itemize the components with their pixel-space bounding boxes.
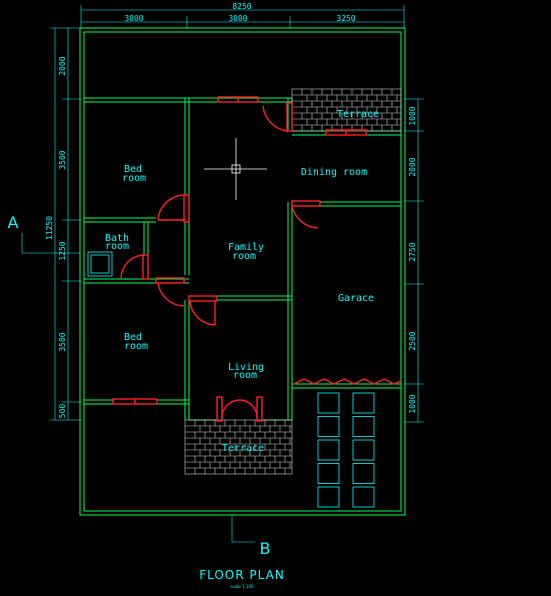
label-bed-top-2: room bbox=[122, 173, 146, 184]
paving-tile bbox=[317, 392, 340, 414]
left-dimensions: 11250 2000 3500 1250 3500 500 bbox=[45, 27, 82, 421]
top-dimensions: 8250 3000 3000 3250 bbox=[80, 2, 405, 28]
dim-top-seg-1: 3000 bbox=[124, 14, 143, 23]
label-terrace-bottom: Terrace bbox=[222, 443, 264, 454]
outer-walls bbox=[79, 27, 406, 516]
label-family-1: Family bbox=[228, 242, 264, 253]
label-living-1: Living bbox=[228, 362, 264, 373]
paving-tile bbox=[352, 416, 375, 437]
room-labels: Bed room Bath room Bed room Family room … bbox=[105, 109, 379, 454]
paving-tile bbox=[317, 439, 340, 461]
paving-tile bbox=[352, 392, 375, 414]
paving-tile bbox=[352, 439, 375, 461]
label-bath-1: Bath bbox=[105, 233, 129, 244]
drawing-title: FLOOR PLAN bbox=[199, 568, 285, 582]
paving-tile bbox=[352, 486, 375, 508]
label-bed-top-1: Bed bbox=[124, 164, 142, 175]
label-bed-bottom-2: room bbox=[124, 341, 148, 352]
paving-tile bbox=[317, 416, 340, 437]
label-garage: Garace bbox=[338, 293, 374, 304]
right-dimensions: 1000 2000 2750 2500 1000 bbox=[404, 98, 424, 423]
dim-top-seg-3: 3250 bbox=[336, 14, 355, 23]
dim-left-total: 11250 bbox=[45, 216, 54, 240]
dim-right-seg-2: 2000 bbox=[408, 157, 417, 176]
terrace-bottom-brick bbox=[184, 419, 293, 475]
dim-right-seg-4: 2500 bbox=[408, 331, 417, 350]
dim-left-seg-1: 2000 bbox=[58, 56, 67, 75]
paving-tile bbox=[352, 463, 375, 484]
section-label-a: A bbox=[8, 213, 19, 232]
paving-tile bbox=[317, 486, 340, 508]
dim-left-seg-4: 3500 bbox=[58, 332, 67, 351]
label-bed-bottom-1: Bed bbox=[124, 332, 142, 343]
label-dining: Dining room bbox=[301, 167, 367, 178]
dim-top-total: 8250 bbox=[232, 2, 251, 11]
doors-windows bbox=[112, 96, 402, 422]
label-family-2: room bbox=[232, 251, 256, 262]
dim-right-seg-1: 1000 bbox=[408, 106, 417, 125]
dim-left-seg-3: 1250 bbox=[58, 241, 67, 260]
dim-top-seg-2: 3000 bbox=[228, 14, 247, 23]
section-marker-a: A bbox=[8, 213, 80, 254]
brick-border bbox=[184, 419, 293, 475]
bath-shower-fixture bbox=[87, 251, 113, 277]
parking-tiles bbox=[317, 392, 375, 508]
terrace-top-brick bbox=[291, 88, 402, 132]
label-bath-2: room bbox=[105, 241, 129, 252]
paving-tile bbox=[317, 463, 340, 484]
dim-right-seg-3: 2750 bbox=[408, 242, 417, 261]
section-label-b: B bbox=[260, 539, 271, 558]
dim-left-seg-5: 500 bbox=[58, 404, 67, 419]
label-living-2: room bbox=[233, 370, 257, 381]
dim-left-seg-2: 3500 bbox=[58, 150, 67, 169]
label-terrace-top: Terrace bbox=[337, 109, 379, 120]
cad-crosshair-icon bbox=[204, 138, 267, 200]
drawing-scale: scale 1:100 bbox=[230, 584, 254, 589]
dim-right-seg-5: 1000 bbox=[408, 394, 417, 413]
section-marker-b: B bbox=[231, 516, 271, 558]
